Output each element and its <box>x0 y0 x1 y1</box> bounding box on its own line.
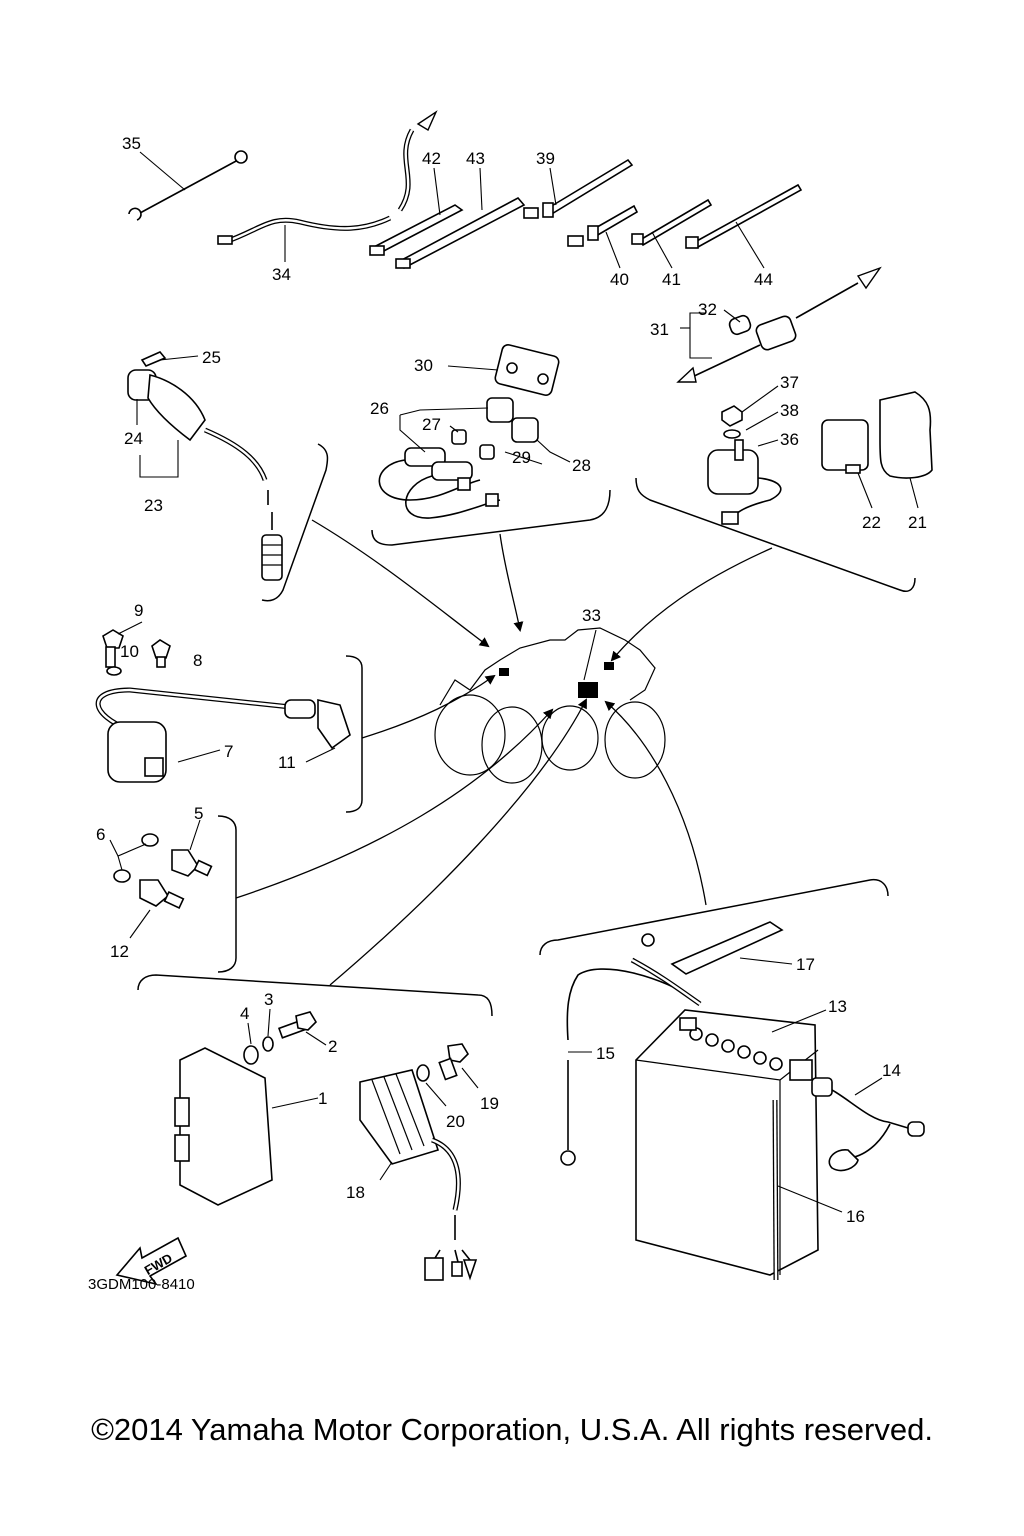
cover-21 <box>879 391 933 509</box>
callout-37: 37 <box>780 373 799 392</box>
relay-22 <box>821 419 873 509</box>
callout-18: 18 <box>346 1183 365 1202</box>
bracket-switch <box>261 443 329 602</box>
relay-assembly-26 <box>378 344 571 519</box>
callout-28: 28 <box>572 456 591 475</box>
tie-41 <box>631 198 713 247</box>
callout-6: 6 <box>96 825 105 844</box>
callout-29: 29 <box>512 448 531 467</box>
callout-40: 40 <box>610 270 629 289</box>
copyright-notice: ©2014 Yamaha Motor Corporation, U.S.A. A… <box>91 1412 933 1447</box>
tie-44 <box>685 183 803 249</box>
callout-25: 25 <box>202 348 221 367</box>
callout-17: 17 <box>796 955 815 974</box>
callout-16: 16 <box>846 1207 865 1226</box>
callout-13: 13 <box>828 997 847 1016</box>
band-42 <box>369 204 464 256</box>
bracket-switches <box>217 815 237 973</box>
callout-7: 7 <box>224 742 233 761</box>
callout-22: 22 <box>862 513 881 532</box>
main-switch-23 <box>127 351 283 581</box>
rectifier-18 <box>359 1043 479 1281</box>
battery-band-17 <box>670 921 793 975</box>
callout-38: 38 <box>780 401 799 420</box>
callout-35: 35 <box>122 134 141 153</box>
breather-16 <box>772 1099 843 1281</box>
callout-44: 44 <box>754 270 773 289</box>
callout-42: 42 <box>422 149 441 168</box>
callout-27: 27 <box>422 415 441 434</box>
bracket-relay-right <box>635 477 916 592</box>
callout-2: 2 <box>328 1037 337 1056</box>
washers-2-4 <box>243 1008 327 1065</box>
bracket-coil <box>345 655 363 813</box>
callout-41: 41 <box>662 270 681 289</box>
bracket-cdi <box>137 974 493 1017</box>
callout-12: 12 <box>110 942 129 961</box>
relay-36 <box>707 385 782 525</box>
callout-10: 10 <box>120 642 139 661</box>
callout-30: 30 <box>414 356 433 375</box>
callout-labels: 1 2 3 4 5 6 7 8 9 10 11 12 13 14 15 16 1… <box>96 134 927 1226</box>
callout-4: 4 <box>240 1004 249 1023</box>
callout-31: 31 <box>650 320 669 339</box>
atv-sketch <box>434 627 666 784</box>
band-43 <box>395 196 526 269</box>
cdi-unit-1 <box>174 1047 319 1206</box>
part-code: 3GDM100-8410 <box>88 1276 195 1293</box>
tie-40 <box>567 204 639 247</box>
callout-5: 5 <box>194 804 203 823</box>
callout-15: 15 <box>596 1044 615 1063</box>
switches-5-12 <box>109 819 213 939</box>
fuse-holder-31 <box>676 266 882 383</box>
callout-11: 11 <box>278 753 296 772</box>
callout-39: 39 <box>536 149 555 168</box>
lead-14 <box>811 1077 925 1172</box>
battery-13 <box>635 1009 827 1276</box>
bracket-relay <box>371 489 611 546</box>
connection-arrows <box>235 519 773 986</box>
callout-1: 1 <box>318 1089 327 1108</box>
tie-39 <box>523 158 634 219</box>
wire-lead-34 <box>217 110 438 245</box>
callout-19: 19 <box>480 1094 499 1113</box>
callout-32: 32 <box>698 300 717 319</box>
callout-8: 8 <box>193 651 202 670</box>
lead-wire-35 <box>128 150 248 221</box>
callout-3: 3 <box>264 990 273 1009</box>
callout-34: 34 <box>272 265 291 284</box>
callout-33: 33 <box>582 606 601 625</box>
callout-9: 9 <box>134 601 143 620</box>
fwd-arrow <box>115 1236 188 1286</box>
callout-36: 36 <box>780 430 799 449</box>
callout-21: 21 <box>908 513 927 532</box>
callout-14: 14 <box>882 1061 901 1080</box>
callout-43: 43 <box>466 149 485 168</box>
callout-26: 26 <box>370 399 389 418</box>
callout-20: 20 <box>446 1112 465 1131</box>
ignition-coil-7 <box>95 629 351 783</box>
callout-24: 24 <box>124 429 143 448</box>
lead-15 <box>560 933 702 1166</box>
callout-23: 23 <box>144 496 163 515</box>
bracket-battery <box>539 878 889 956</box>
